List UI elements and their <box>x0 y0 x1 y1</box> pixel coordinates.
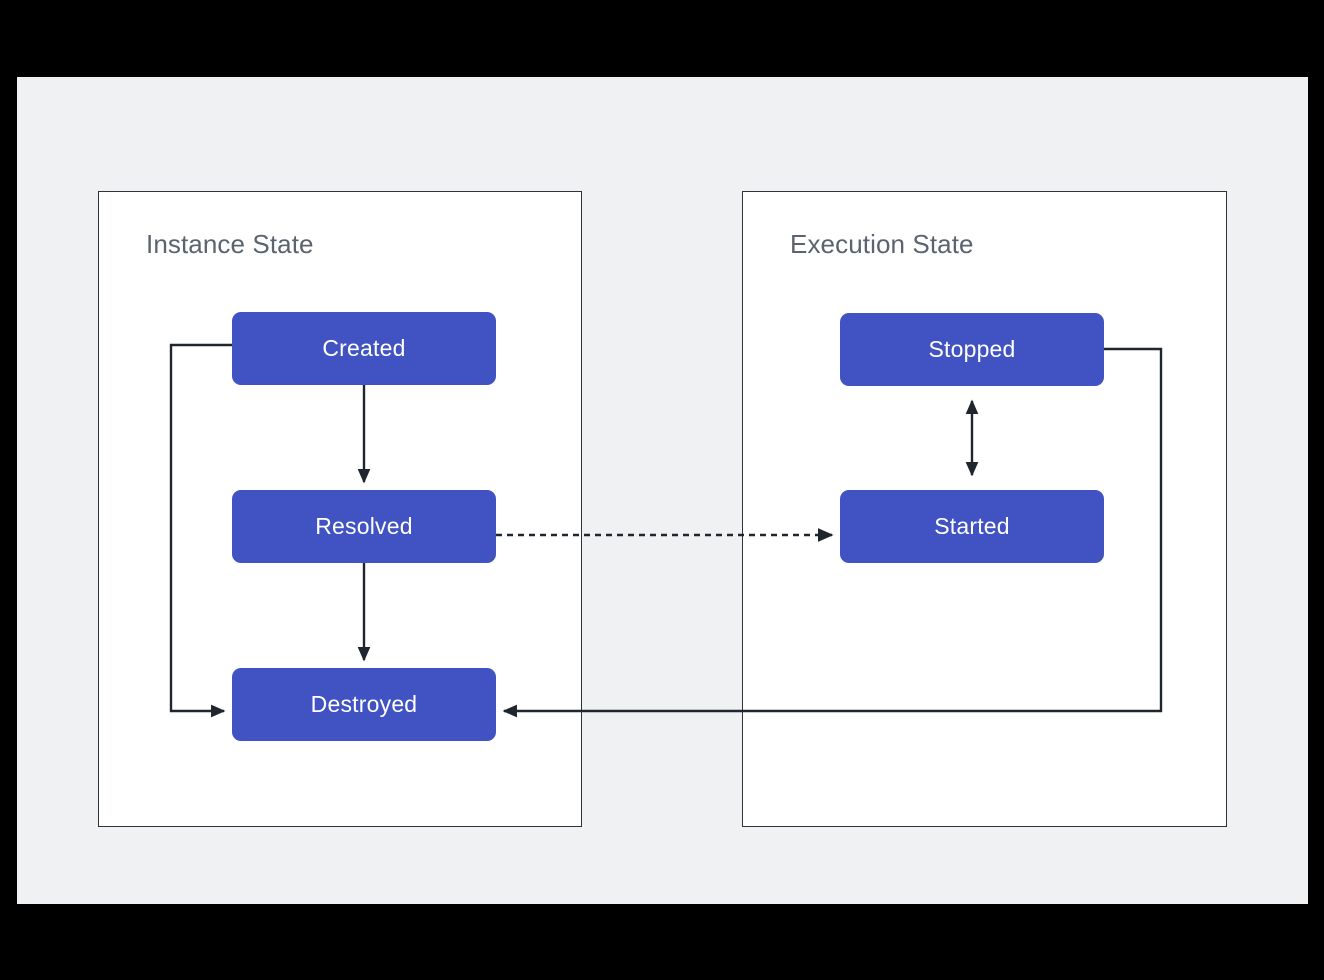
state-node-created[interactable]: Created <box>232 312 496 385</box>
state-node-resolved[interactable]: Resolved <box>232 490 496 563</box>
panel-title-execution-state: Execution State <box>790 229 974 259</box>
diagram-canvas: Instance State Execution State Created R… <box>17 77 1308 904</box>
state-node-destroyed[interactable]: Destroyed <box>232 668 496 741</box>
state-node-started[interactable]: Started <box>840 490 1104 563</box>
panel-title-instance-state: Instance State <box>146 229 314 259</box>
state-node-stopped[interactable]: Stopped <box>840 313 1104 386</box>
